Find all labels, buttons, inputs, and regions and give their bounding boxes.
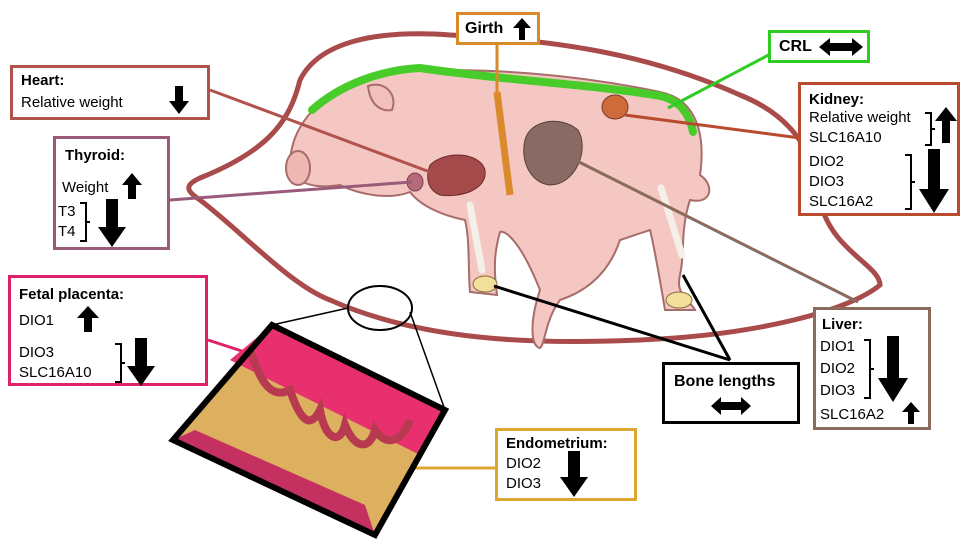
placenta-slc16a10-label: SLC16A10: [19, 364, 92, 381]
girth-box: Girth: [456, 12, 540, 45]
thyroid-t3-label: T3: [58, 203, 76, 220]
thyroid-bracket-icon: [80, 201, 90, 243]
thyroid-weight-label: Weight: [62, 179, 108, 196]
thyroid-box: Thyroid: Weight T3 T4: [53, 136, 170, 250]
kidney-slc16a10-label: SLC16A10: [809, 129, 882, 146]
placenta-bracket-icon: [115, 342, 125, 384]
liver-slc-up-arrow-icon: [902, 402, 920, 424]
liver-box: Liver: DIO1 DIO2 DIO3 SLC16A2: [813, 307, 931, 430]
placenta-dio1-label: DIO1: [19, 312, 54, 329]
liver-dio3-label: DIO3: [820, 382, 855, 399]
kidney-slc16a2-label: SLC16A2: [809, 193, 873, 210]
kidney-title: Kidney:: [809, 91, 864, 108]
placenta-dio3-label: DIO3: [19, 344, 54, 361]
girth-label: Girth: [465, 20, 503, 38]
fetal-placenta-title: Fetal placenta:: [19, 286, 124, 303]
placenta-down-arrow-icon: [127, 338, 155, 386]
hoof-hind: [666, 292, 692, 308]
zoom-line-left: [272, 308, 348, 325]
liver-bracket-icon: [864, 338, 874, 400]
kidney-up-arrow-icon: [935, 107, 957, 143]
kidney-down-bracket-icon: [905, 153, 915, 211]
liver-dio1-label: DIO1: [820, 338, 855, 355]
heart-title: Heart:: [21, 72, 64, 89]
placenta-cross-section: [173, 325, 445, 535]
crl-label: CRL: [779, 38, 812, 56]
fetal-placenta-box: Fetal placenta: DIO1 DIO3 SLC16A10: [8, 275, 208, 386]
endometrium-dio3-label: DIO3: [506, 475, 541, 492]
kidney-down-arrow-icon: [919, 149, 949, 213]
girth-up-arrow-icon: [513, 18, 531, 40]
kidney-dio2-label: DIO2: [809, 153, 844, 170]
heart-relative-weight-label: Relative weight: [21, 94, 123, 111]
crl-connector: [668, 50, 778, 108]
kidney-box: Kidney: Relative weight SLC16A10 DIO2 DI…: [798, 82, 960, 216]
pig-snout: [286, 151, 310, 185]
crl-box: CRL: [768, 30, 870, 63]
endometrium-box: Endometrium: DIO2 DIO3: [495, 428, 637, 501]
bone-lengths-label: Bone lengths: [674, 373, 775, 391]
endometrium-down-arrow-icon: [560, 451, 588, 497]
crl-double-arrow-icon: [819, 38, 863, 56]
liver-down-arrow-icon: [878, 336, 908, 402]
thyroid-title: Thyroid:: [65, 147, 125, 164]
endometrium-dio2-label: DIO2: [506, 455, 541, 472]
thyroid-weight-up-arrow-icon: [122, 173, 142, 199]
kidney-relative-weight-label: Relative weight: [809, 109, 911, 126]
liver-title: Liver:: [822, 316, 863, 333]
placenta-dio1-up-arrow-icon: [77, 306, 99, 332]
kidney-up-bracket-icon: [925, 111, 935, 147]
liver-slc16a2-label: SLC16A2: [820, 406, 884, 423]
liver-dio2-label: DIO2: [820, 360, 855, 377]
thyroid-t4-label: T4: [58, 223, 76, 240]
bone-lengths-double-arrow-icon: [711, 397, 751, 415]
hoof-front: [473, 276, 497, 292]
heart-down-arrow-icon: [169, 86, 189, 114]
endometrium-title: Endometrium:: [506, 435, 608, 452]
magnify-circle: [348, 286, 412, 330]
kidney-dio3-label: DIO3: [809, 173, 844, 190]
heart-box: Heart: Relative weight: [10, 65, 210, 120]
bone-lengths-box: Bone lengths: [662, 362, 800, 424]
kidney-organ: [602, 95, 628, 119]
thyroid-down-arrow-icon: [98, 199, 126, 247]
